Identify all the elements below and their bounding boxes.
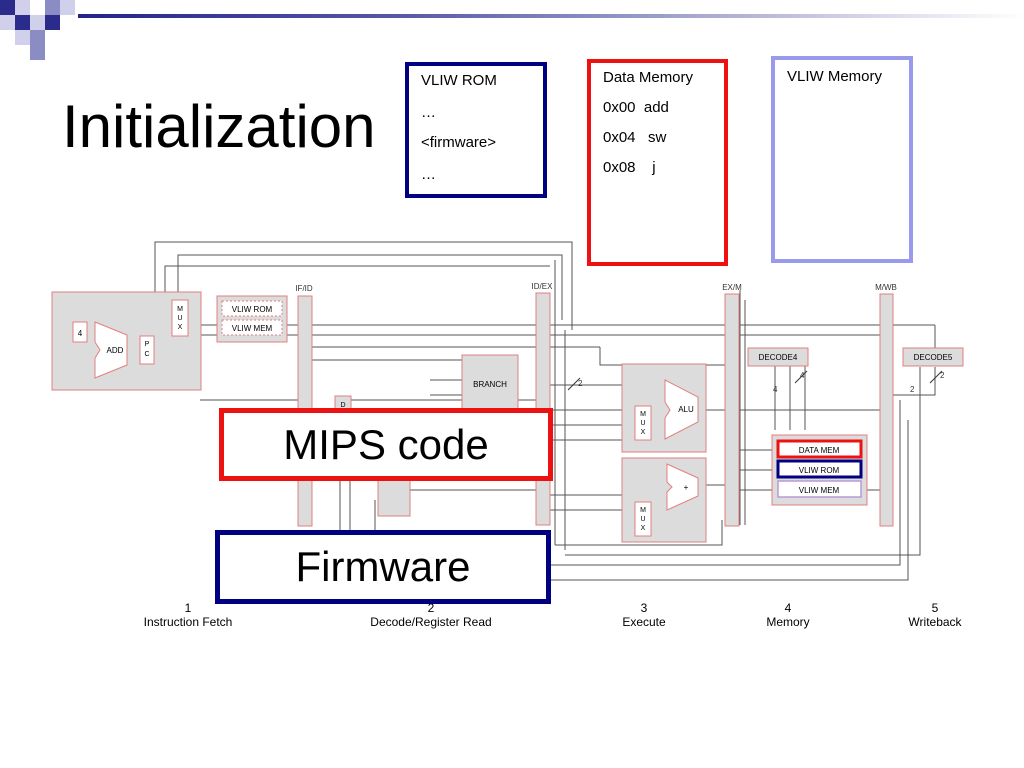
bus-width-decode5-a: 2 [940,371,945,380]
decode5-label: DECODE5 [914,353,953,362]
mux-ex1-label-u: U [640,420,645,427]
vliw-rom-box: VLIW ROM … <firmware> … [405,62,547,198]
vliw-rom-if [221,300,283,317]
mux-ex1-label-m: M [640,411,646,418]
wire-ex-12 [599,347,725,366]
if-id-label: IF/ID [295,284,313,293]
wire-fb-1 [555,520,723,546]
branch-block [461,354,519,412]
data-memory-box: Data Memory 0x00 add 0x04 sw 0x08 j [587,59,728,266]
bus-width-decode4-b: 4 [773,385,778,394]
firmware-box: Firmware [215,530,551,604]
firmware-label: Firmware [295,543,471,590]
data-memory-line-4: 0x08 j [603,159,656,176]
slide-title: Initialization [62,93,376,160]
data-memory-line-3: 0x04 sw [603,129,667,146]
mux-if-label-x: X [178,324,183,331]
mux-ex2-label-u: U [640,516,645,523]
mux-if-label-u: U [177,315,182,322]
stage-3-num: 3 [640,601,648,615]
vliw-rom-line-1: VLIW ROM [421,72,497,89]
stage-2: 2 Decode/Register Read [351,601,511,629]
mem-vliw-mem-block [777,480,862,498]
m-wb-label: M/WB [875,283,897,292]
data-memory-line-2: 0x00 add [603,99,669,116]
feedback-wire-2 [177,254,563,320]
vliw-memory-box: VLIW Memory [771,56,913,263]
m-wb-register [879,293,894,527]
stage-4-num: 4 [784,601,792,615]
mux-if [171,299,189,337]
stage-1-name: Instruction Fetch [143,615,233,629]
stage-2-num: 2 [427,601,435,615]
const4-label: 4 [78,329,83,338]
mux-ex2-label-m: M [640,507,646,514]
ex-m-register [724,293,740,527]
d-block-label: D [340,402,345,409]
wire-wb-3 [893,367,936,396]
mux-ex2 [634,501,652,537]
mux-if-label-m: M [177,306,183,313]
bus-width-id-ex: 2 [578,379,583,388]
adder-label: + [684,483,689,492]
add-unit [94,321,128,379]
bus-width-decode5-b: 2 [910,385,915,394]
branch-label: BRANCH [473,380,507,389]
mips-code-label: MIPS code [283,420,489,468]
bus-slash-1 [567,377,581,391]
stage-3-name: Execute [622,615,666,629]
mem-data-block [776,439,863,459]
pc-label-c: C [144,351,149,358]
stage-4: 4 Memory [708,601,868,629]
vliw-mem-if [221,319,283,336]
mux-ex2-label-x: X [641,525,646,532]
data-memory-line-1: Data Memory [603,69,694,86]
const4-block [72,321,88,343]
mem-data-label: DATA MEM [799,446,840,455]
alu-label: ALU [678,405,694,414]
vliw-mem-if-label: VLIW MEM [232,324,273,333]
mem-vliw-rom-block [776,459,863,479]
adder-unit [666,463,699,511]
stage-2-name: Decode/Register Read [370,615,492,629]
decode4-block [747,347,809,367]
vliw-rom-line-2: … [421,104,436,121]
add-label: ADD [107,346,124,355]
stage-5: 5 Writeback [855,601,1015,629]
vliw-rom-if-label: VLIW ROM [232,305,273,314]
decode5-block [902,347,964,367]
ex-m-label: EX/M [722,283,742,292]
mips-code-box: MIPS code [219,408,553,481]
decode4-label: DECODE4 [759,353,798,362]
vliw-memory-line-1: VLIW Memory [787,68,883,85]
stage-4-name: Memory [766,615,810,629]
vliw-rom-line-4: … [421,166,436,183]
mem-vliw-rom-label: VLIW ROM [799,466,840,475]
pc-register [139,335,155,365]
stage-5-name: Writeback [908,615,962,629]
id-ex-label: ID/EX [532,282,554,291]
bus-width-decode4-a: 4 [800,371,805,380]
stage-5-num: 5 [931,601,939,615]
vliw-rom-line-3: <firmware> [421,134,497,151]
alu-unit [664,379,699,440]
mem-vliw-mem-label: VLIW MEM [799,486,840,495]
stage-1: 1 Instruction Fetch [108,601,268,629]
pc-label-p: P [145,341,150,348]
stage-3: 3 Execute [564,601,724,629]
stage-1-num: 1 [184,601,192,615]
wire-wb-4 [565,367,921,556]
corner-decoration [0,0,1024,60]
mux-ex1-label-x: X [641,429,646,436]
bus-slash-3 [929,370,943,384]
bus-slash-2 [794,370,808,384]
mux-ex1 [634,405,652,441]
